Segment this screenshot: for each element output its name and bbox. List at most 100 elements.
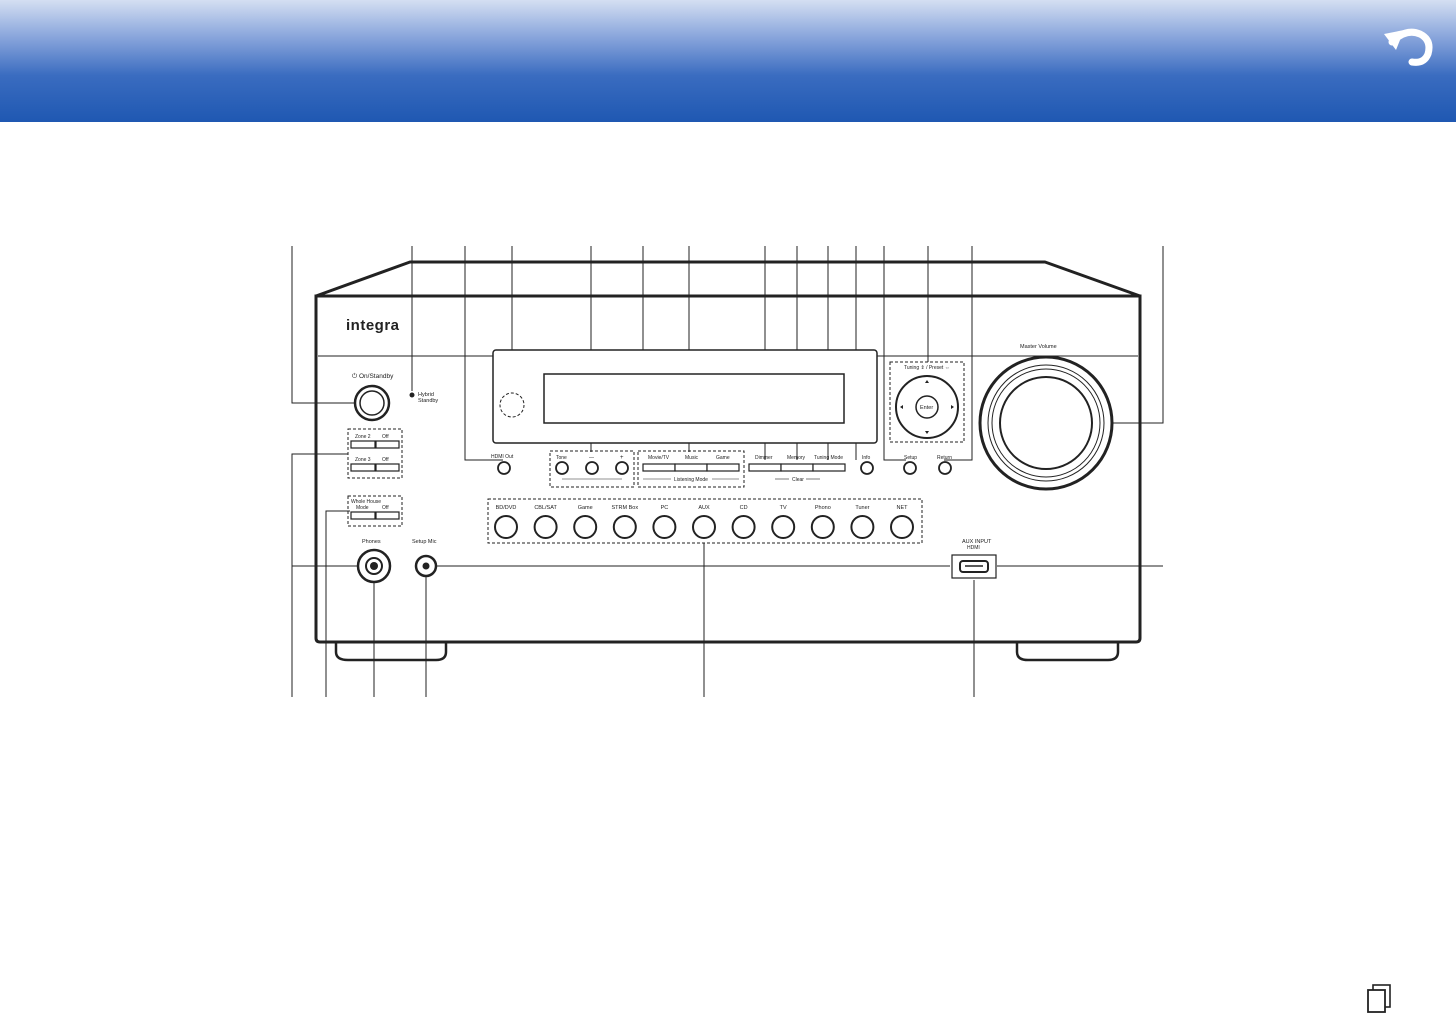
arrow-down-icon[interactable]	[925, 431, 929, 434]
input-label-bd-dvd: BD/DVD	[496, 505, 517, 511]
input-button-aux[interactable]	[692, 515, 716, 539]
input-button-net[interactable]	[890, 515, 914, 539]
music-label: Music	[685, 455, 699, 461]
zone3-label: Zone 3	[355, 457, 371, 463]
hdmi-out-button[interactable]	[497, 461, 511, 475]
whole-house-off-label: Off	[382, 505, 389, 511]
hybrid-standby-led	[409, 392, 415, 398]
input-label-tuner: Tuner	[855, 505, 869, 511]
input-button-bd-dvd[interactable]	[494, 515, 518, 539]
input-label-cbl-sat: CBL/SAT	[534, 505, 557, 511]
game-mode-button[interactable]	[706, 463, 740, 472]
zone2-button[interactable]	[350, 440, 376, 449]
setup-mic-jack-hole	[422, 562, 430, 570]
tuning-mode-button[interactable]	[812, 463, 846, 472]
zone2-off-button[interactable]	[375, 440, 400, 449]
movie-tv-button[interactable]	[642, 463, 676, 472]
input-label-game: Game	[578, 505, 593, 511]
input-label-tv: TV	[780, 505, 787, 511]
enter-button[interactable]	[915, 395, 939, 419]
hybrid-standby-label-1: Hybrid	[418, 392, 434, 398]
zone3-off-button[interactable]	[375, 463, 400, 472]
return-label: Return	[937, 455, 952, 461]
setup-button[interactable]	[903, 461, 917, 475]
input-label-strm-box: STRM Box	[612, 505, 639, 511]
tuning-preset-label: Tuning ⇕ / Preset ⇔	[904, 365, 950, 371]
input-selector-group	[487, 498, 923, 544]
master-volume-knob-inner	[999, 376, 1093, 470]
hdmi-out-label: HDMI Out	[491, 454, 514, 460]
aux-input-hdmi-label: HDMI	[967, 545, 980, 551]
input-button-pc[interactable]	[652, 515, 677, 539]
phones-jack-hole	[370, 562, 378, 570]
input-button-strm-box[interactable]	[612, 515, 637, 539]
tone-minus-label: —	[589, 455, 594, 461]
tone-group	[549, 450, 635, 488]
memory-button[interactable]	[780, 463, 814, 472]
tuning-preset-group	[889, 361, 965, 443]
tone-plus-label: +	[620, 455, 624, 461]
dimmer-button[interactable]	[748, 463, 782, 472]
input-label-net: NET	[897, 505, 909, 511]
zone2-off-label: Off	[382, 434, 389, 440]
listening-mode-group	[637, 450, 745, 488]
aux-input-label: AUX INPUT	[962, 539, 992, 545]
arrow-up-icon[interactable]	[925, 380, 929, 383]
display-area	[543, 373, 845, 424]
info-button[interactable]	[860, 461, 874, 475]
whole-house-off-button[interactable]	[375, 511, 400, 520]
memory-label: Memory	[787, 455, 806, 461]
clear-caption: Clear	[792, 477, 804, 483]
dimmer-label: Dimmer	[755, 455, 773, 461]
master-volume-knob-ring	[987, 364, 1105, 482]
tone-minus-button[interactable]	[585, 461, 599, 475]
tone-button[interactable]	[555, 461, 569, 475]
input-button-phono[interactable]	[810, 515, 835, 539]
arrow-right-icon[interactable]	[951, 405, 954, 409]
zone3-off-label: Off	[382, 457, 389, 463]
zone3-button[interactable]	[350, 463, 376, 472]
enter-label: Enter	[920, 405, 933, 411]
game-label: Game	[716, 455, 730, 461]
header-banner	[0, 0, 1456, 122]
master-volume-label: Master Volume	[1020, 344, 1057, 350]
movie-tv-label: Movie/TV	[648, 455, 670, 461]
receiver-chassis	[314, 260, 1142, 662]
input-label-pc: PC	[661, 505, 669, 511]
tuning-mode-label: Tuning Mode	[814, 455, 843, 461]
zone-buttons-group	[347, 428, 403, 479]
info-label: Info	[862, 455, 871, 461]
brand-logo: integra	[346, 317, 400, 334]
remote-sensor	[499, 392, 525, 418]
input-button-cbl-sat[interactable]	[533, 515, 558, 539]
power-button[interactable]	[359, 390, 385, 416]
music-button[interactable]	[674, 463, 708, 472]
listening-mode-caption: Listening Mode	[674, 477, 708, 483]
return-button[interactable]	[938, 461, 952, 475]
input-button-cd[interactable]	[731, 515, 756, 539]
tone-plus-button[interactable]	[615, 461, 629, 475]
input-button-game[interactable]	[573, 515, 598, 539]
return-arrow-icon[interactable]	[1382, 20, 1438, 68]
whole-house-group	[347, 495, 403, 527]
whole-house-mode-button[interactable]	[350, 511, 376, 520]
input-button-tuner[interactable]	[850, 515, 875, 539]
tone-label: Tone	[556, 455, 567, 461]
power-symbol-icon: ⏻	[352, 373, 357, 380]
setup-mic-label: Setup Mic	[412, 539, 437, 545]
input-label-aux: AUX	[698, 505, 710, 511]
whole-house-label-1: Whole House	[351, 499, 381, 505]
setup-label: Setup	[904, 455, 917, 461]
arrow-left-icon[interactable]	[900, 405, 903, 409]
zone2-label: Zone 2	[355, 434, 371, 440]
hybrid-standby-label-2: Standby	[418, 398, 438, 404]
input-button-tv[interactable]	[771, 515, 796, 539]
input-label-phono: Phono	[815, 505, 831, 511]
page-icon[interactable]	[1364, 982, 1394, 1014]
whole-house-label-2: Mode	[356, 505, 369, 511]
phones-label: Phones	[362, 539, 381, 545]
callout-lines-bottom	[291, 453, 1163, 697]
power-label: On/Standby	[359, 373, 394, 380]
